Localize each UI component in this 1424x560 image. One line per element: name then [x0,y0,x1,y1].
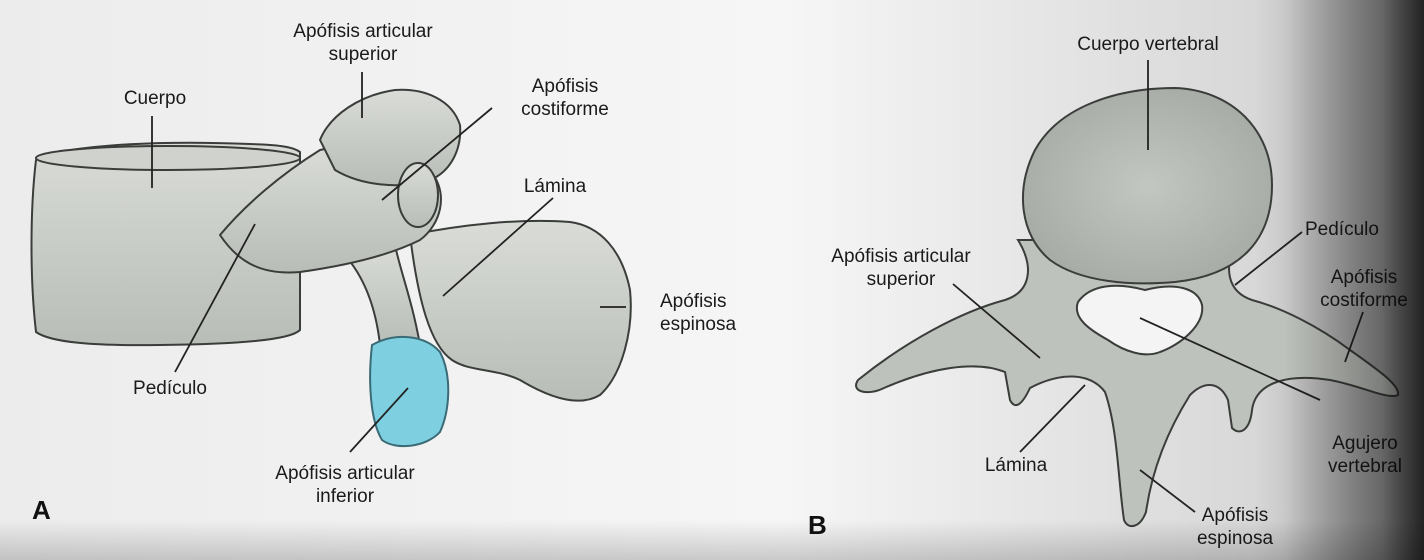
label-a-apofisis-articular-inferior: Apófisis articular inferior [275,463,415,507]
panel-letter-a: A [32,495,51,525]
panel-letter-b: B [808,510,827,540]
label-b-cuerpo-vertebral: Cuerpo vertebral [1077,34,1219,55]
vertebral-body-top-view [1022,86,1274,285]
spinous-process-shape [408,219,632,402]
label-a-cuerpo: Cuerpo [123,88,187,109]
label-b-apofisis-espinosa: Apófisis espinosa [1196,505,1274,549]
label-a-apofisis-costiforme: Apófisis costiforme [521,76,609,120]
label-a-lamina: Lámina [523,176,587,197]
label-a-pediculo: Pedículo [133,378,207,399]
vertebra-lateral-view [30,88,632,448]
label-b-apofisis-articular-superior: Apófisis articular superior [831,246,971,290]
label-b-lamina: Lámina [984,455,1048,476]
inferior-articular-facet [369,335,450,448]
leader-lines-a [151,72,626,453]
label-a-apofisis-articular-superior: Apófisis articular superior [293,21,433,65]
label-b-apofisis-costiforme: Apófisis costiforme [1320,267,1408,311]
label-a-apofisis-espinosa: Apófisis espinosa [660,291,737,335]
vertebral-body-top-rim [35,145,301,171]
costiform-process-shape [397,162,439,228]
superior-articular-process-shape [318,88,462,187]
vertebral-body-shape [30,141,301,347]
label-b-agujero-vertebral: Agujero vertebral [1328,433,1402,477]
label-b-pediculo: Pedículo [1305,219,1379,240]
vertebral-foramen [1075,284,1204,356]
